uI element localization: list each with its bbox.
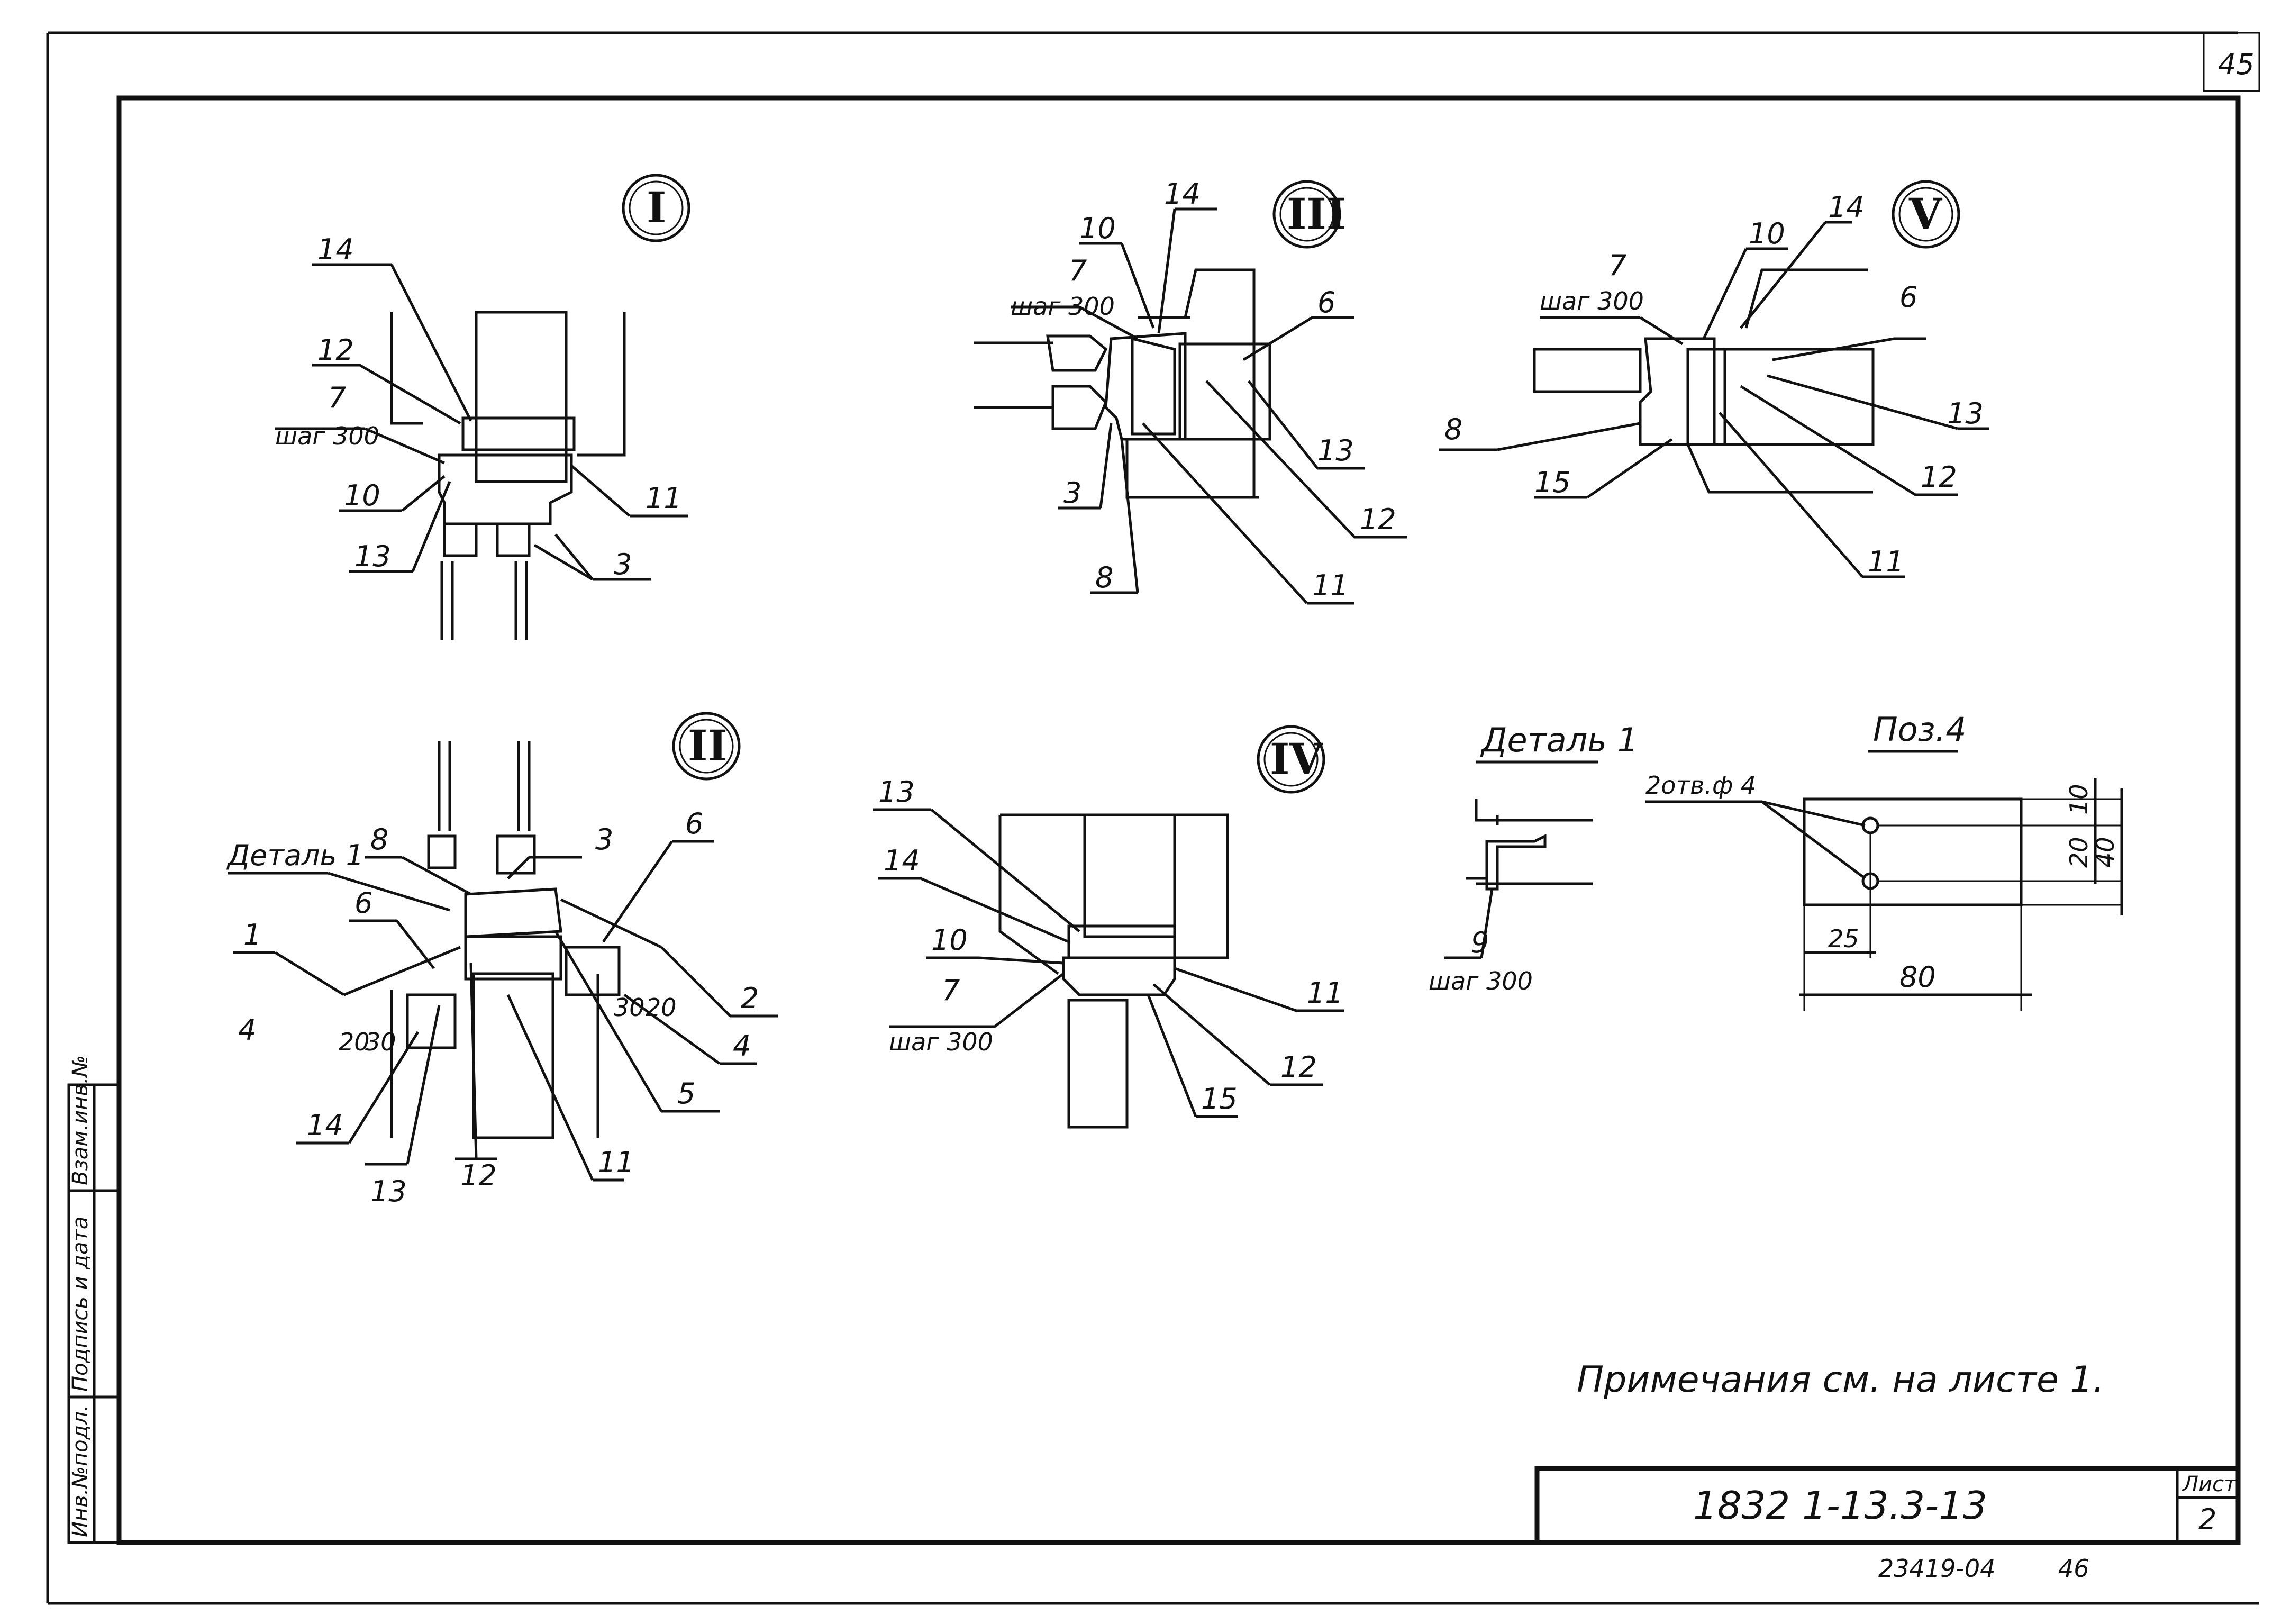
title-block: 1832 1-13.3-13 Лист 2 xyxy=(1534,1466,2241,1545)
detail-IV-label-12: 12 xyxy=(1280,1050,1317,1084)
page-number-top: 45 xyxy=(2218,48,2254,81)
detail-III-label-12: 12 xyxy=(1360,503,1396,536)
detail-II-label-6b: 6 xyxy=(354,886,372,920)
detail-1-title: Деталь 1 xyxy=(1480,721,1638,759)
detail-V: V 10 14 7 шаг 300 6 8 13 15 12 11 xyxy=(1439,180,1989,578)
pos-4: Поз.4 2отв.ф 4 10 20 40 25 80 xyxy=(1645,710,2123,1011)
detail-V-label-6: 6 xyxy=(1899,280,1917,314)
detail-I-label-3: 3 xyxy=(614,548,632,581)
detail-II-numeral: II xyxy=(688,721,728,770)
outer-frame xyxy=(46,31,2260,1605)
stamp-vzam-inv: Взам.инв.№ xyxy=(68,1055,93,1185)
detail-III-label-14: 14 xyxy=(1164,177,1201,211)
detail-V-label-12: 12 xyxy=(1921,460,1957,494)
detail-III-label-11: 11 xyxy=(1312,569,1349,602)
pos-4-dim-25: 25 xyxy=(1828,924,1859,953)
detail-I-label-step: шаг 300 xyxy=(275,422,379,450)
detail-II-label-4a: 4 xyxy=(238,1013,256,1047)
detail-IV-label-13: 13 xyxy=(878,775,915,809)
detail-II-label-20b: 20 xyxy=(646,993,677,1022)
detail-V-label-7: 7 xyxy=(1608,249,1626,282)
detail-III-label-6: 6 xyxy=(1317,286,1335,319)
detail-I-label-10: 10 xyxy=(344,479,380,512)
detail-I-label-13: 13 xyxy=(354,540,391,573)
detail-1-label-step: шаг 300 xyxy=(1429,967,1533,995)
stamp-signature-date: Подпись и дата xyxy=(68,1217,93,1392)
detail-II-label-20a: 20 xyxy=(339,1028,370,1056)
detail-II-label-30b: 30 xyxy=(614,993,645,1022)
detail-IV-numeral: IV xyxy=(1270,734,1323,784)
detail-II-label-3: 3 xyxy=(595,823,613,856)
detail-III-label-step: шаг 300 xyxy=(1011,292,1115,321)
pos-4-hole-label: 2отв.ф 4 xyxy=(1645,771,1756,800)
detail-II-label-1: 1 xyxy=(243,918,261,951)
pos-4-dim-10: 10 xyxy=(2065,784,2093,815)
sheet-label: Лист xyxy=(2181,1472,2237,1496)
detail-IV-label-14: 14 xyxy=(884,844,920,877)
detail-I-label-12: 12 xyxy=(317,333,354,367)
detail-II-label-detail1: Деталь 1 xyxy=(226,839,364,872)
detail-II-label-13: 13 xyxy=(370,1175,407,1208)
detail-II-label-5: 5 xyxy=(677,1077,695,1110)
designation: 1832 1-13.3-13 xyxy=(1693,1483,1987,1528)
detail-I-label-7: 7 xyxy=(328,381,346,414)
page-number-bottom: 46 xyxy=(2058,1554,2089,1583)
detail-I-label-11: 11 xyxy=(646,482,682,515)
detail-II-label-12: 12 xyxy=(460,1159,497,1192)
detail-II-label-11: 11 xyxy=(598,1146,634,1179)
detail-IV: IV 13 14 10 7 шаг 300 11 12 15 xyxy=(873,725,1344,1129)
detail-V-label-14: 14 xyxy=(1828,190,1865,224)
detail-II-label-2: 2 xyxy=(741,982,759,1015)
detail-1-label-9: 9 xyxy=(1471,926,1489,959)
detail-II: II Деталь 1 8 3 6 1 6 4 20 xyxy=(226,712,778,1208)
detail-I-label-14: 14 xyxy=(317,233,354,266)
stamp-inv-podl: Инв.№подл. xyxy=(68,1404,93,1537)
side-stamp: Инв.№подл. Подпись и дата Взам.инв.№ xyxy=(67,1055,121,1544)
detail-III-label-8: 8 xyxy=(1095,561,1113,594)
detail-V-label-step: шаг 300 xyxy=(1540,287,1644,315)
detail-IV-label-11: 11 xyxy=(1307,976,1343,1010)
detail-III-label-7: 7 xyxy=(1069,254,1087,287)
detail-III-numeral: III xyxy=(1287,189,1346,239)
detail-IV-label-7: 7 xyxy=(942,974,960,1007)
detail-V-label-10: 10 xyxy=(1749,217,1785,250)
note-text: Примечания см. на листе 1. xyxy=(1577,1359,2104,1401)
detail-I-numeral: I xyxy=(647,183,666,232)
archive-number: 23419-04 xyxy=(1878,1554,1995,1583)
detail-III-label-10: 10 xyxy=(1079,212,1116,245)
detail-IV-label-15: 15 xyxy=(1201,1082,1238,1115)
pos-4-dim-80: 80 xyxy=(1899,960,1936,994)
pos-4-dim-20: 20 xyxy=(2065,837,2093,868)
detail-III-label-3: 3 xyxy=(1063,476,1081,510)
detail-III-label-13: 13 xyxy=(1317,434,1354,467)
detail-IV-label-10: 10 xyxy=(931,923,968,957)
inner-frame xyxy=(116,95,2241,1545)
detail-IV-label-step: шаг 300 xyxy=(889,1028,993,1056)
detail-II-label-8: 8 xyxy=(370,823,388,856)
detail-V-label-15: 15 xyxy=(1534,466,1571,499)
pos-4-dim-40: 40 xyxy=(2091,837,2120,868)
detail-V-numeral: V xyxy=(1908,189,1943,239)
detail-I: I 14 12 7 шаг 300 10 13 11 3 xyxy=(275,174,690,640)
sheet-value: 2 xyxy=(2198,1503,2216,1536)
detail-II-label-14: 14 xyxy=(307,1109,343,1142)
detail-II-label-4b: 4 xyxy=(733,1029,751,1063)
detail-II-label-6a: 6 xyxy=(685,807,703,840)
pos-4-title: Поз.4 xyxy=(1873,710,1967,749)
detail-III: III 14 10 7 шаг 300 6 13 3 8 12 11 xyxy=(974,177,1407,605)
detail-1: Деталь 1 9 шаг 300 xyxy=(1429,721,1638,995)
detail-V-label-13: 13 xyxy=(1947,397,1984,430)
detail-V-label-8: 8 xyxy=(1444,413,1462,446)
detail-V-label-11: 11 xyxy=(1868,545,1904,578)
detail-II-label-30a: 30 xyxy=(365,1028,396,1056)
